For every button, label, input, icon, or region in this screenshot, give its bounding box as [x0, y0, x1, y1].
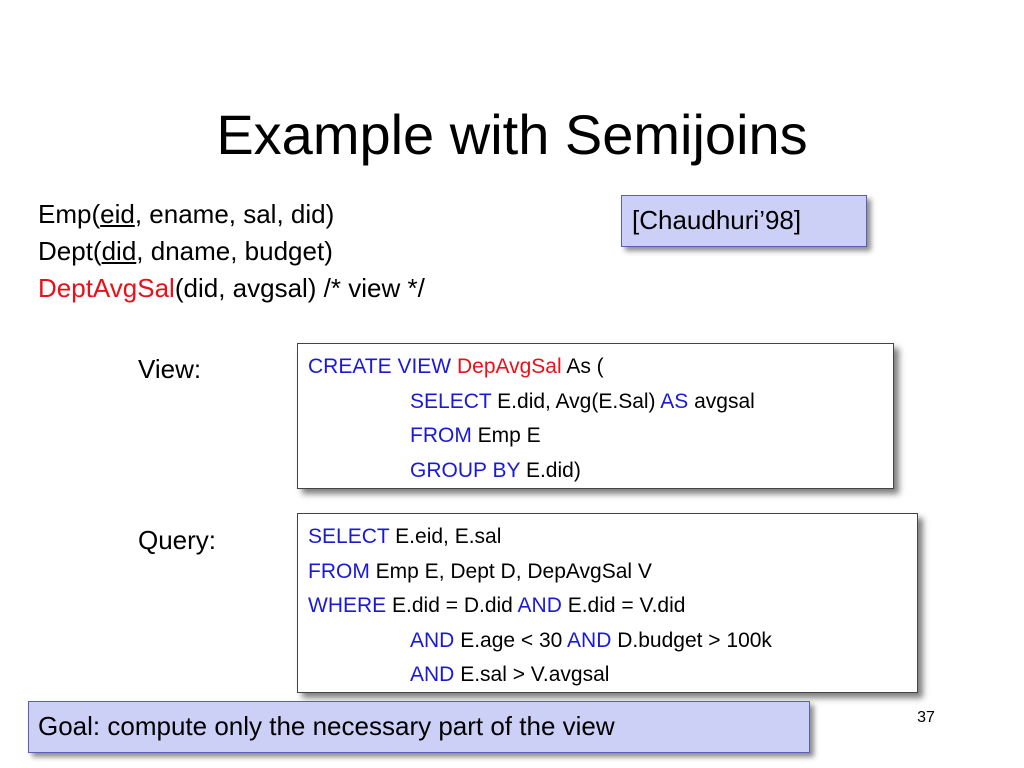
- sql-text: E.age < 30: [460, 628, 563, 652]
- sql-text: E.sal > V.avgsal: [460, 663, 610, 686]
- schema-dept: Dept(did, dname, budget): [38, 233, 425, 270]
- sql-text: E.did, Avg(E.Sal): [497, 389, 656, 413]
- sql-keyword: AND: [410, 663, 455, 686]
- citation-callout: [Chaudhuri’98]: [621, 195, 867, 247]
- query-code-line-5: AND E.sal > V.avgsal: [308, 658, 917, 693]
- sql-keyword: SELECT: [308, 525, 390, 548]
- query-code-line-2: FROM Emp E, Dept D, DepAvgSal V: [308, 555, 917, 590]
- sql-text: Emp E: [477, 424, 541, 447]
- view-definition-box: CREATE VIEW DepAvgSal As ( SELECT E.did,…: [297, 343, 894, 489]
- sql-text: As (: [566, 355, 604, 378]
- sql-keyword: AND: [517, 594, 562, 617]
- query-box: SELECT E.eid, E.sal FROM Emp E, Dept D, …: [297, 513, 918, 693]
- sql-text: E.did = D.did: [392, 594, 513, 617]
- schema-view: DeptAvgSal(did, avgsal) /* view */: [38, 270, 425, 307]
- sql-text: Emp E, Dept D, DepAvgSal V: [375, 559, 652, 583]
- schema-dept-rest: , dname, budget): [136, 236, 333, 266]
- sql-text: E.did): [525, 458, 581, 482]
- schema-emp: Emp(eid, ename, sal, did): [38, 196, 425, 233]
- query-code-line-3: WHERE E.did = D.did AND E.did = V.did: [308, 589, 917, 624]
- sql-keyword: FROM: [410, 424, 472, 447]
- view-label: View:: [138, 354, 202, 384]
- sql-keyword: FROM: [308, 559, 370, 583]
- schema-dept-key: did: [101, 236, 137, 266]
- schema-emp-key: eid: [100, 199, 135, 229]
- sql-text: avgsal: [694, 389, 755, 413]
- schema-view-rest: (did, avgsal) /* view */: [174, 273, 425, 303]
- query-label: Query:: [138, 525, 217, 555]
- sql-text: E.eid, E.sal: [395, 525, 502, 548]
- schema-emp-prefix: Emp(: [38, 199, 101, 229]
- sql-keyword: GROUP BY: [410, 458, 521, 482]
- sql-keyword: WHERE: [308, 594, 387, 617]
- schema-definitions: Emp(eid, ename, sal, did) Dept(did, dnam…: [38, 196, 425, 307]
- query-code-line-4: AND E.age < 30 AND D.budget > 100k: [308, 624, 917, 659]
- schema-dept-prefix: Dept(: [38, 236, 102, 266]
- view-code-line-3: FROM Emp E: [308, 419, 893, 454]
- sql-keyword: CREATE VIEW: [308, 355, 452, 378]
- slide-title: Example with Semijoins: [216, 103, 808, 166]
- view-code-line-1: CREATE VIEW DepAvgSal As (: [308, 350, 893, 385]
- sql-text: E.did = V.did: [567, 594, 686, 617]
- sql-keyword: AND: [567, 628, 612, 652]
- page-number: 37: [917, 709, 935, 726]
- view-code-line-2: SELECT E.did, Avg(E.Sal) AS avgsal: [308, 385, 893, 420]
- view-code-line-4: GROUP BY E.did): [308, 454, 893, 489]
- sql-text: D.budget > 100k: [617, 628, 772, 652]
- view-name: DepAvgSal: [456, 355, 562, 378]
- goal-callout: Goal: compute only the necessary part of…: [28, 701, 810, 753]
- sql-keyword: AS: [660, 389, 689, 413]
- schema-emp-rest: , ename, sal, did): [134, 199, 335, 229]
- query-code-line-1: SELECT E.eid, E.sal: [308, 520, 917, 555]
- sql-keyword: SELECT: [410, 389, 492, 413]
- schema-view-name: DeptAvgSal: [38, 273, 175, 303]
- sql-keyword: AND: [410, 628, 455, 652]
